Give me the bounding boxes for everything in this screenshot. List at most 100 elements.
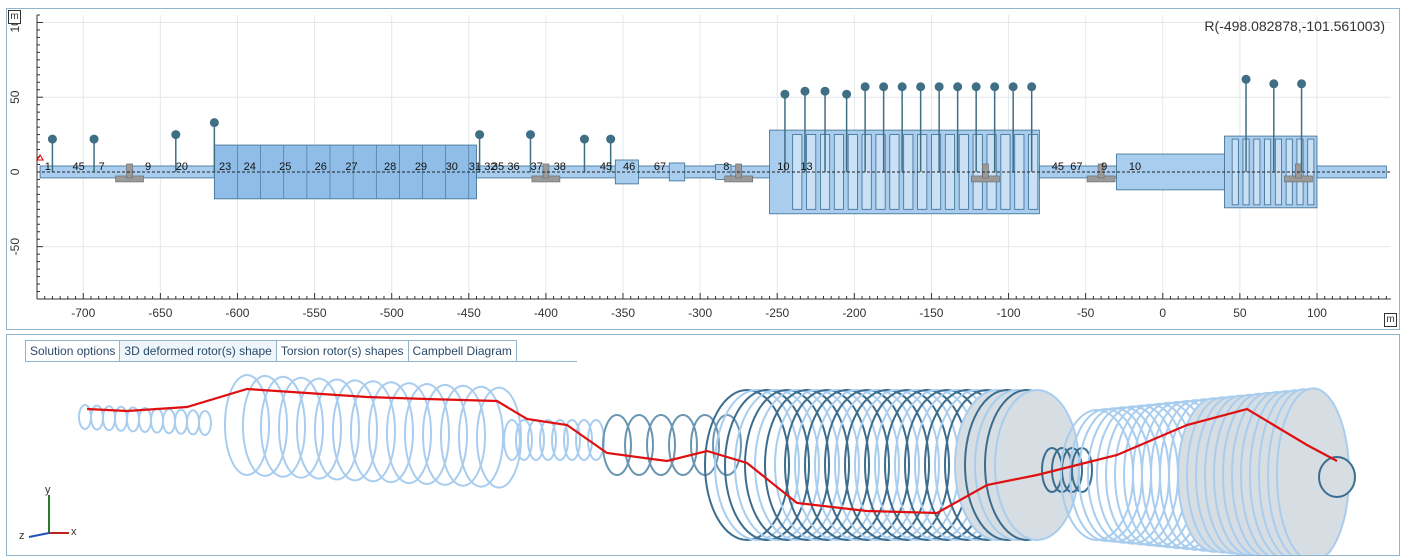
rotor-disk-ring: [646, 414, 676, 476]
node-label: 10: [1129, 161, 1141, 173]
disk-mass-icon: [89, 134, 99, 144]
tab-solution-options[interactable]: Solution options: [25, 340, 121, 362]
disk-mass-icon: [860, 82, 870, 92]
x-tick-label: -200: [842, 306, 866, 320]
turbine-disk: [814, 389, 900, 541]
disk-mass-icon: [990, 82, 1000, 92]
x-tick-label: 100: [1307, 306, 1327, 320]
results-panel: Solution options 3D deformed rotor(s) sh…: [6, 334, 1400, 556]
node-label: 13: [800, 161, 812, 173]
axis-triad-label: y: [45, 484, 51, 496]
disk-mass-icon: [606, 134, 616, 144]
rotor-disk-ring: [242, 374, 288, 477]
node-label: 27: [345, 161, 357, 173]
rotor-plot-canvas[interactable]: -700-650-600-550-500-450-400-350-300-250…: [7, 9, 1399, 329]
rotor-model-plot[interactable]: -700-650-600-550-500-450-400-350-300-250…: [6, 8, 1400, 330]
x-tick-label: -700: [71, 306, 95, 320]
rotor-disk-ring: [668, 414, 698, 476]
disk-mass-icon: [897, 82, 907, 92]
node-label: 45: [1052, 161, 1064, 173]
disk-mass-icon: [171, 130, 181, 140]
rotor-disk-ring: [296, 377, 342, 480]
node-label: 37: [530, 161, 542, 173]
deformed-shape-line: [86, 387, 1338, 515]
axis-triad-label: z: [19, 530, 25, 542]
y-tick-label: 50: [8, 90, 22, 104]
turbine-disk: [714, 389, 800, 541]
x-tick-label: -500: [380, 306, 404, 320]
node-label: 45: [600, 161, 612, 173]
x-unit-label: m: [1384, 313, 1397, 327]
cursor-coordinate-readout: R(-498.082878,-101.561003): [1204, 18, 1385, 34]
tab-torsion-rotor-shapes[interactable]: Torsion rotor(s) shapes: [275, 340, 409, 362]
rotor-disk-ring: [624, 414, 654, 476]
disk-mass-icon: [842, 89, 852, 99]
bearing-post: [126, 163, 133, 179]
disk-mass-icon: [953, 82, 963, 92]
x-tick-label: -400: [534, 306, 558, 320]
disk-mass-icon: [800, 86, 810, 96]
node-label: 9: [1101, 161, 1107, 173]
y-unit-label: m: [8, 10, 21, 24]
node-label: 32: [484, 161, 496, 173]
bearing-post: [982, 163, 989, 179]
shaft-section: [1316, 165, 1387, 179]
turbine-disk: [994, 389, 1080, 541]
rotor-disk-ring: [422, 383, 468, 486]
node-label: 38: [554, 161, 566, 173]
node-label: 7: [99, 161, 105, 173]
rotor-disk-ring: [602, 414, 632, 476]
rotor-disk-ring: [198, 410, 212, 436]
rotor-disk-ring: [174, 408, 188, 435]
node-label: 8: [723, 161, 729, 173]
disk-mass-icon: [475, 130, 485, 140]
x-tick-label: 50: [1233, 306, 1247, 320]
node-label: 46: [623, 161, 635, 173]
turbine-disk: [754, 389, 840, 541]
node-label: 26: [315, 161, 327, 173]
turbine-disk: [784, 389, 870, 541]
x-tick-label: -350: [611, 306, 635, 320]
disk-mass-icon: [525, 130, 535, 140]
turbine-disk: [744, 389, 830, 541]
disk-mass-icon: [934, 82, 944, 92]
disk-mass-icon: [1008, 82, 1018, 92]
node-label: 35: [492, 161, 504, 173]
node-label: 29: [415, 161, 427, 173]
node-label: 31: [469, 161, 481, 173]
node-label: 9: [145, 161, 151, 173]
rotor-disk-ring: [150, 407, 164, 434]
node-label: 20: [176, 161, 188, 173]
x-tick-label: -150: [919, 306, 943, 320]
rotor-disk-ring: [260, 375, 306, 478]
rotor-disk-ring: [314, 378, 360, 481]
x-tick-label: -300: [688, 306, 712, 320]
x-tick-label: -550: [303, 306, 327, 320]
turbine-disk: [864, 389, 950, 541]
rotor-disk-ring: [186, 409, 200, 436]
y-tick-label: -50: [8, 238, 22, 256]
rotor-disk-ring: [162, 408, 176, 435]
disk-mass-icon: [209, 118, 219, 128]
node-label: 10: [777, 161, 789, 173]
rotor-disk-ring: [476, 386, 522, 489]
rotor-disk-ring: [404, 383, 450, 485]
disk-mass-icon: [1027, 82, 1037, 92]
turbine-stage: [931, 134, 942, 210]
x-tick-label: -50: [1077, 306, 1095, 320]
z-axis-triad: [28, 532, 50, 538]
turbine-disk: [764, 389, 850, 541]
rotor-disk-ring: [575, 419, 593, 461]
disk-mass-icon: [780, 89, 790, 99]
rotor-disk-ring: [563, 419, 581, 461]
rotor-disk-ring: [587, 419, 605, 461]
y-tick-label: 0: [8, 168, 22, 175]
disk-mass-icon: [971, 82, 981, 92]
rotor-disk-ring: [224, 374, 270, 476]
node-label: 1: [45, 161, 51, 173]
x-tick-label: -650: [148, 306, 172, 320]
tab-campbell-diagram[interactable]: Campbell Diagram: [407, 340, 517, 362]
turbine-disk: [804, 389, 890, 541]
rotor-disk-ring: [386, 382, 432, 485]
